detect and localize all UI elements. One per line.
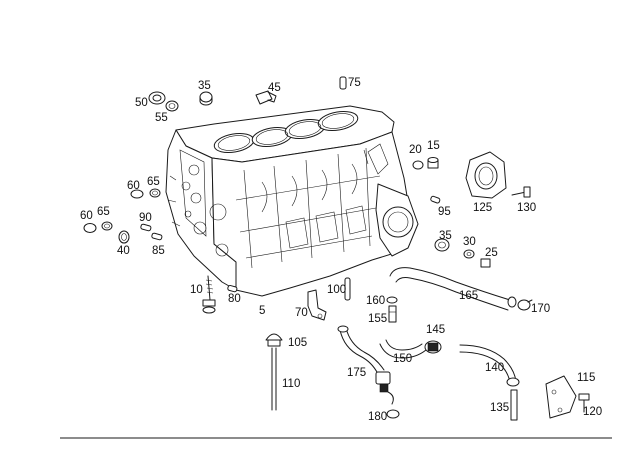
part-130-bolt <box>511 186 531 198</box>
part-155-fitting <box>388 305 397 323</box>
part-105-cap <box>265 333 283 347</box>
part-30-washer <box>463 249 475 259</box>
callouts: 5 10 15 20 25 30 35 35 40 45 50 55 60 60… <box>80 77 602 423</box>
label-65-upper: 65 <box>147 176 160 188</box>
part-160-clip <box>386 296 398 304</box>
cylinder-block <box>165 105 419 297</box>
part-50-cap <box>148 91 166 105</box>
part-60-plug-upper <box>130 189 144 199</box>
label-110: 110 <box>282 378 300 390</box>
part-135-pipe <box>510 389 518 421</box>
label-20: 20 <box>409 144 422 156</box>
label-55: 55 <box>155 112 168 124</box>
label-45: 45 <box>268 82 281 94</box>
label-150: 150 <box>393 353 412 365</box>
label-60-lower: 60 <box>80 210 93 222</box>
part-80-pin <box>227 284 238 293</box>
label-170: 170 <box>531 303 550 315</box>
label-155: 155 <box>368 313 387 325</box>
label-90: 90 <box>139 212 152 224</box>
label-25: 25 <box>485 247 498 259</box>
label-5: 5 <box>259 305 265 317</box>
part-25-plug <box>480 258 491 268</box>
part-85-dowel <box>151 232 163 241</box>
part-15-plug <box>427 157 439 169</box>
part-140-hose <box>459 344 520 387</box>
part-70-bracket <box>307 289 327 321</box>
part-55-ring <box>165 100 179 112</box>
label-165: 165 <box>459 290 478 302</box>
label-145: 145 <box>426 324 445 336</box>
label-85: 85 <box>152 245 165 257</box>
part-175-hose <box>337 325 385 375</box>
part-120-bolt <box>578 393 590 413</box>
part-65-plug-upper <box>149 188 161 198</box>
part-90-dowel <box>140 223 152 232</box>
part-150-hose <box>379 339 427 359</box>
label-10: 10 <box>190 284 203 296</box>
label-35-top: 35 <box>198 80 211 92</box>
part-35-plug-right <box>434 238 450 252</box>
label-105: 105 <box>288 337 307 349</box>
label-75: 75 <box>348 77 361 89</box>
part-180-valve <box>375 371 400 419</box>
part-65-plug-lower <box>101 221 113 231</box>
part-95-dowel <box>430 195 441 204</box>
label-140: 140 <box>485 362 504 374</box>
part-10-bolt <box>202 275 216 314</box>
part-35-plug-top <box>199 91 213 106</box>
label-70: 70 <box>295 307 308 319</box>
label-40: 40 <box>117 245 130 257</box>
part-60-plug-lower <box>83 223 97 233</box>
part-45-sensor <box>255 90 277 105</box>
label-130: 130 <box>517 202 536 214</box>
label-100: 100 <box>327 284 346 296</box>
label-180: 180 <box>368 411 387 423</box>
part-125-seal-carrier <box>465 151 507 199</box>
label-160: 160 <box>366 295 385 307</box>
label-115: 115 <box>577 372 595 384</box>
part-40-ring <box>118 230 130 244</box>
label-30: 30 <box>463 236 476 248</box>
label-35-right: 35 <box>439 230 452 242</box>
label-125: 125 <box>473 202 492 214</box>
label-135: 135 <box>490 402 509 414</box>
part-165-hose <box>389 267 517 311</box>
label-15: 15 <box>427 140 440 152</box>
part-75-pin <box>339 76 347 90</box>
part-20-plug <box>412 160 424 170</box>
label-50: 50 <box>135 97 148 109</box>
label-175: 175 <box>347 367 366 379</box>
label-60-upper: 60 <box>127 180 140 192</box>
label-95: 95 <box>438 206 451 218</box>
part-110-dipstick-tube <box>271 347 277 411</box>
part-170-clamp <box>517 299 533 311</box>
label-120: 120 <box>583 406 602 418</box>
part-100-tube <box>344 277 351 301</box>
part-115-cover <box>545 375 577 419</box>
label-80: 80 <box>228 293 241 305</box>
label-65-lower: 65 <box>97 206 110 218</box>
part-145-valve <box>424 340 442 354</box>
